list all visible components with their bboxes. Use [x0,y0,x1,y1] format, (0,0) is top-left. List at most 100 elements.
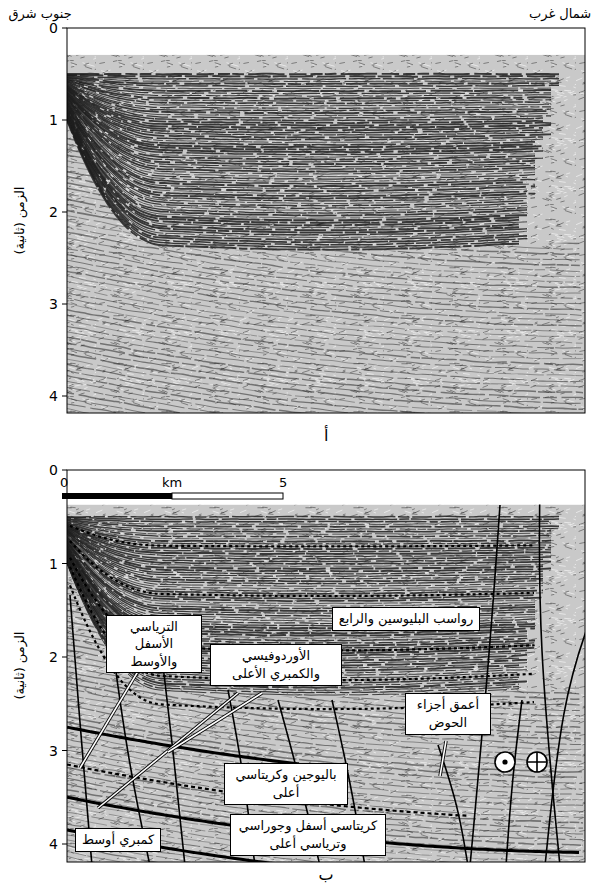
leader-line [80,668,140,768]
seismic-panel [67,505,585,862]
deep-reflector [67,408,583,413]
reflector [67,102,527,213]
reflector [67,88,543,140]
axis-tick [62,396,67,397]
reflector [67,109,519,250]
deep-reflector [67,297,583,354]
reflector [67,77,559,87]
reflector [67,521,551,539]
reflector [67,108,527,245]
deep-reflector [67,387,583,413]
axis-title: الزمن (ثانية) [12,186,27,254]
reflector [67,517,551,522]
reflector [67,99,535,199]
reflector [67,93,535,169]
horizon-dotted [70,585,534,709]
reflector [67,523,551,551]
axis-tick [62,212,67,213]
reflector [67,91,543,162]
reflector [67,92,535,164]
scale-bar-white [172,493,283,499]
fault-line [506,700,522,862]
deep-reflector [67,396,583,413]
tick-label: 3 [49,743,58,759]
reflector [67,83,543,120]
reflector [67,101,527,208]
reflector [67,522,551,544]
reflector [67,537,535,617]
reflector [67,94,535,174]
reflector [67,107,527,238]
deep-reflector [67,800,583,857]
unit-label: الأوردوفيسي والكمبري الأعلى [217,647,335,682]
out-of-plane-dot [502,759,507,764]
unit-label: باليوجين وكريتاسي أعلى [231,766,341,801]
deep-reflector [67,176,583,233]
out-of-plane-symbol [495,752,515,772]
deep-reflector [67,342,583,397]
axis-tick [62,470,67,471]
reflector [67,109,519,248]
tick-label: 4 [49,836,58,852]
reflector [67,84,551,125]
tick-label: 0 [49,20,58,36]
deep-reflector [67,806,583,861]
tick-label: 4 [49,388,58,404]
reflector [67,76,551,82]
label-box: الترياسي الأسفل والأوسط [106,615,202,674]
reflector [67,86,543,135]
reflector [67,100,535,204]
reflector [67,527,543,569]
reflector [67,536,535,613]
figure-label: شمال غرب [529,6,591,21]
reflector [67,104,519,225]
reflector [67,76,559,84]
figure-label: أ [324,426,328,445]
reflector [67,83,551,119]
reflector [67,521,551,537]
reflector [67,103,527,216]
deep-reflector [67,287,583,343]
scale-bar-black [62,493,172,499]
deep-reflector [67,160,583,216]
deep-reflector [67,363,583,413]
seismic-panel [67,55,585,413]
reflector [67,79,551,99]
axis-tick [62,844,67,845]
leader-line [168,693,262,752]
deep-reflector [67,166,583,221]
reflector [67,528,543,574]
figure-label: ب [319,865,334,884]
deep-reflectors [67,582,583,862]
reflector [67,93,535,171]
deep-reflector [67,182,583,237]
reflector [67,107,527,242]
axis-title: الزمن (ثانية) [12,631,27,699]
deep-reflectors [67,138,583,413]
reflector [67,91,535,157]
reflector [67,81,551,110]
deep-reflector [67,194,583,250]
deep-reflector [67,187,583,243]
deep-reflector [67,380,583,413]
reflector [67,88,543,143]
reflector [67,78,551,96]
figure-label: 5 [279,475,287,490]
figure-label: km [162,475,182,490]
tick-label: 3 [49,296,58,312]
unit-label: أعمق أجزاء الحوض [412,696,484,731]
panel-frame [67,28,585,413]
reflector [67,520,551,532]
reflector [67,81,551,109]
into-plane-cross [527,752,547,772]
reflector [67,98,527,193]
leader-halo [168,693,262,752]
reflector [67,85,551,128]
reflector [67,552,519,693]
reflector [67,82,551,115]
reflector [67,551,527,688]
reflector [67,550,519,682]
